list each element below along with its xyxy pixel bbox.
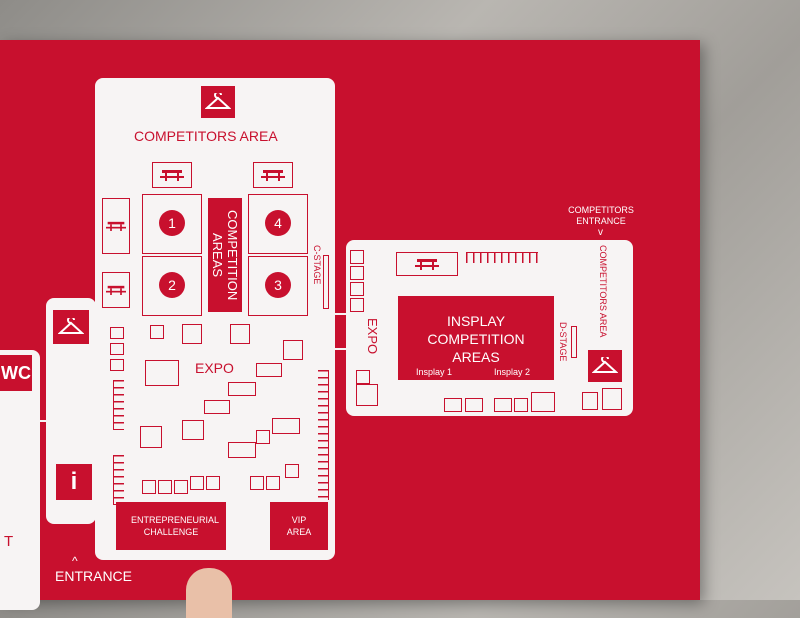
booth-row <box>113 380 124 430</box>
competition-area-3[interactable] <box>248 256 308 316</box>
info-icon[interactable]: i <box>56 464 92 500</box>
competition-area-4[interactable] <box>248 194 308 254</box>
hanger-icon <box>53 310 89 344</box>
chevron-up-icon: ^ <box>72 554 78 568</box>
vip-label: VIP AREA <box>286 515 312 537</box>
picnic-table-icon <box>102 272 130 308</box>
expo-booth <box>110 359 124 371</box>
entrance-label: ENTRANCE <box>55 568 133 584</box>
insplay-label: INSPLAY COMPETITION AREAS <box>427 313 525 365</box>
finger <box>186 568 232 618</box>
booth-row <box>113 455 124 505</box>
cut-text: T <box>4 533 14 550</box>
expo-booth <box>272 418 300 434</box>
expo-booth <box>230 324 250 344</box>
expo-booth <box>182 420 204 440</box>
expo-booth <box>158 480 172 494</box>
area-number: 2 <box>159 272 185 298</box>
map-sheet: WC T i COMPETITORS AREA 1 4 2 3 COMPETIT… <box>0 40 700 610</box>
competition-area-2[interactable] <box>142 256 202 316</box>
entrepreneurial-challenge-area[interactable]: ENTREPRENEURIAL CHALLENGE <box>116 502 226 550</box>
expo-booth <box>531 392 555 412</box>
competitors-entrance-label: COMPETITORS ENTRANCE <box>568 205 634 226</box>
expo-booth <box>145 360 179 386</box>
area-number: 4 <box>265 210 291 236</box>
expo-booth <box>174 480 188 494</box>
expo-booth <box>350 250 364 264</box>
expo-booth <box>350 298 364 312</box>
expo-booth <box>204 400 230 414</box>
insplay-1-label: Insplay 1 <box>416 367 453 377</box>
booth-row <box>466 252 538 263</box>
area-number: 1 <box>159 210 185 236</box>
competition-area-1[interactable] <box>142 194 202 254</box>
expo-booth <box>350 282 364 296</box>
competition-areas-label: COMPETITION AREAS <box>208 198 242 312</box>
c-stage-label: C-STAGE <box>312 245 322 285</box>
expo-booth <box>110 343 124 355</box>
vip-area[interactable]: VIP AREA <box>270 502 328 550</box>
expo-booth <box>602 388 622 410</box>
picnic-table-icon <box>396 252 458 276</box>
area-number: 3 <box>265 272 291 298</box>
picnic-table-icon <box>152 162 192 188</box>
expo-left-label: EXPO <box>195 360 234 376</box>
booth-row <box>318 370 329 500</box>
expo-booth <box>228 442 256 458</box>
connector <box>94 420 98 422</box>
competitors-area-label: COMPETITORS AREA <box>134 128 278 144</box>
insplay-2-label: Insplay 2 <box>494 367 531 377</box>
expo-booth <box>182 324 202 344</box>
picnic-table-icon <box>253 162 293 188</box>
expo-booth <box>285 464 299 478</box>
expo-booth <box>190 476 204 490</box>
picnic-table-icon <box>102 198 130 254</box>
expo-booth <box>256 363 282 377</box>
expo-booth <box>356 384 378 406</box>
connector <box>334 348 348 350</box>
hanger-icon <box>588 350 622 382</box>
expo-booth <box>206 476 220 490</box>
expo-booth <box>142 480 156 494</box>
main-hall-panel <box>95 78 335 560</box>
expo-right-label: EXPO <box>365 318 380 355</box>
chevron-down-icon: v <box>598 227 603 238</box>
connector <box>40 420 48 422</box>
competitors-area-vertical-label: COMPETITORS AREA <box>598 245 608 338</box>
expo-booth <box>250 476 264 490</box>
wc-label: WC <box>0 355 32 391</box>
expo-booth <box>256 430 270 444</box>
connector <box>334 313 348 315</box>
expo-booth <box>350 266 364 280</box>
expo-booth <box>140 426 162 448</box>
expo-booth <box>228 382 256 396</box>
c-stage <box>323 255 329 309</box>
hanger-icon <box>201 86 235 118</box>
d-stage-label: D-STAGE <box>558 322 568 362</box>
insplay-competition-area[interactable] <box>398 296 554 380</box>
entrepreneurial-label: ENTREPRENEURIAL CHALLENGE <box>131 515 220 537</box>
expo-booth <box>582 392 598 410</box>
expo-booth <box>266 476 280 490</box>
d-stage <box>571 326 577 358</box>
expo-booth <box>494 398 512 412</box>
expo-booth <box>283 340 303 360</box>
expo-booth <box>465 398 483 412</box>
expo-booth <box>444 398 462 412</box>
expo-booth <box>514 398 528 412</box>
left-panel <box>0 350 40 610</box>
expo-booth <box>150 325 164 339</box>
expo-booth <box>110 327 124 339</box>
expo-booth <box>356 370 370 384</box>
